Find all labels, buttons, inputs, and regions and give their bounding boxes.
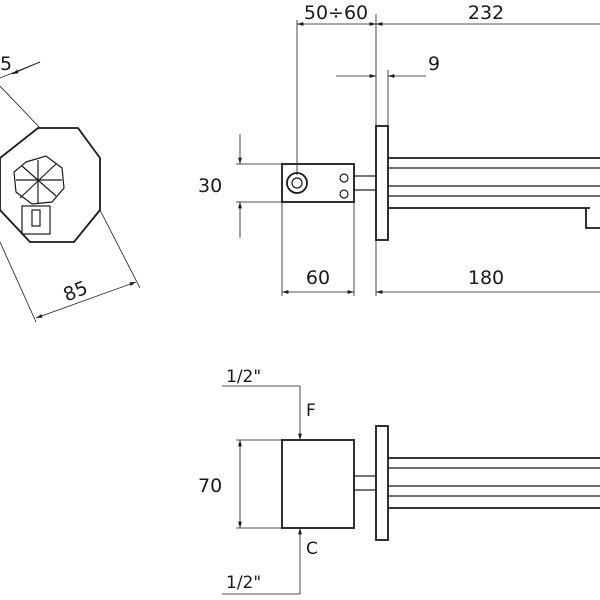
dim-partial: 5 [0,53,12,75]
dim-overall-width: 232 [468,2,504,24]
inlet-top-label: F [306,401,316,421]
dim-height: 70 [198,475,222,497]
dim-diameter: 85 [60,277,91,306]
body-block [281,163,355,203]
body-block [281,439,355,529]
spout-outlet [585,208,600,229]
octagon-plate [0,127,101,243]
inlet-bottom-size: 1/2" [226,573,261,593]
inlet-bottom-label: C [306,539,318,559]
dim-flange: 9 [428,53,440,75]
screw-top [339,173,349,183]
top-view: 232 50÷60 9 30 60 180 [198,2,600,296]
wall-flange [375,425,389,541]
inlet-top-size: 1/2" [226,367,261,387]
dim-distance: 50÷60 [304,2,368,24]
dim-body: 60 [306,267,330,289]
dim-height: 30 [198,175,222,197]
cartridge-body [21,205,51,235]
front-view: 85 5 [0,53,141,323]
handle-octagon [13,155,65,205]
mixer-outer-circle [286,172,308,194]
mixer-inner-circle [291,177,303,189]
dim-spout: 180 [468,267,504,289]
bottom-view: 70 1/2" F 1/2" C [198,367,600,595]
screw-bottom [339,189,349,199]
wall-flange [375,125,389,241]
